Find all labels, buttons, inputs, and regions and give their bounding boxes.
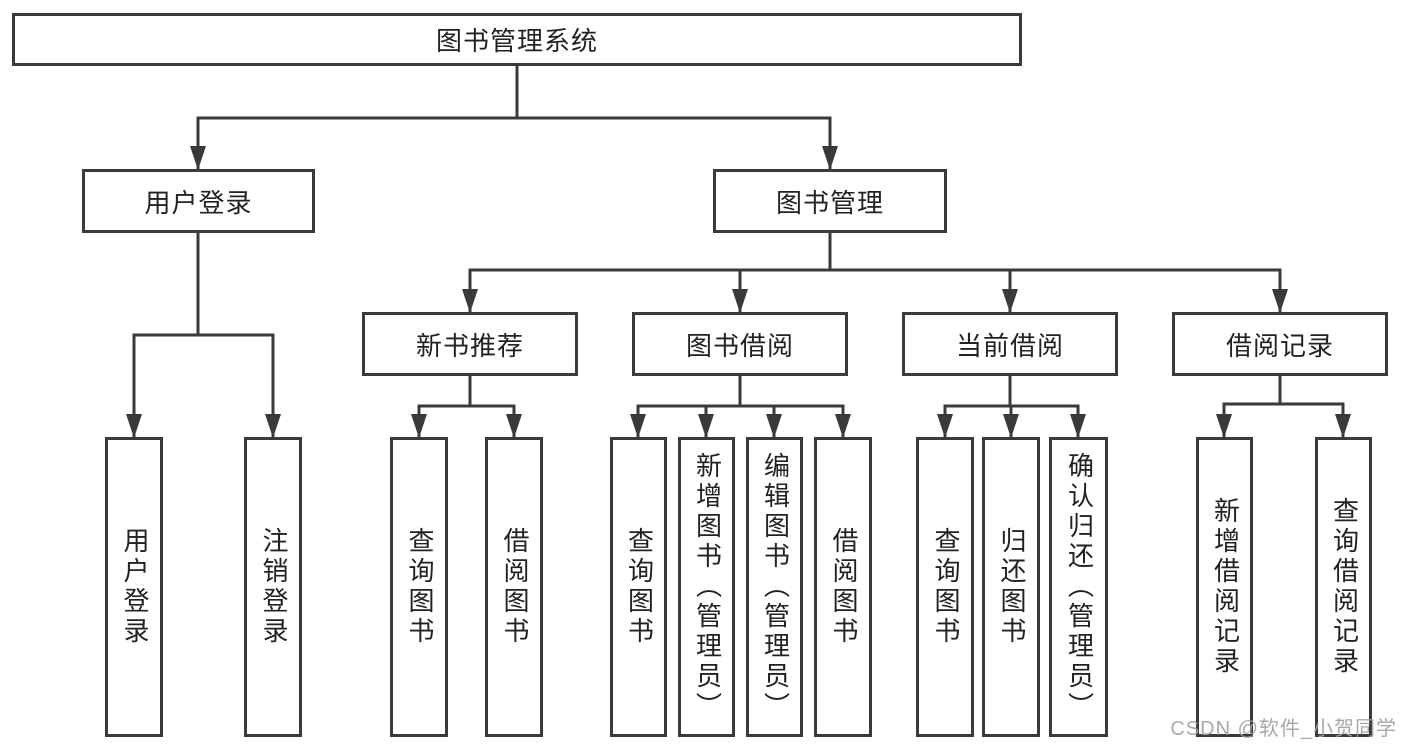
node-leaf-current-query: 查询图书 <box>916 437 974 737</box>
node-root: 图书管理系统 <box>12 13 1022 66</box>
connector-new-book-children <box>411 374 522 439</box>
node-leaf-newbook-borrow: 借阅图书 <box>485 437 543 737</box>
node-leaf-logout: 注销登录 <box>244 437 302 737</box>
node-borrow-record-label: 借阅记录 <box>1225 330 1334 361</box>
node-leaf-logout-label: 注销登录 <box>258 527 289 647</box>
node-book-mgmt-label: 图书管理 <box>775 187 884 218</box>
node-leaf-edit-book-admin-label: 编辑图书（管理员） <box>760 452 791 722</box>
connector-current-borrow-children <box>937 374 1086 439</box>
node-leaf-newbook-query: 查询图书 <box>390 437 448 737</box>
connector-borrow-record-children <box>1216 374 1351 439</box>
node-leaf-add-borrow-record: 新增借阅记录 <box>1196 437 1253 737</box>
node-book-borrow: 图书借阅 <box>632 312 848 376</box>
node-leaf-edit-book-admin: 编辑图书（管理员） <box>746 437 803 737</box>
node-leaf-borrow-book-label: 借阅图书 <box>828 527 859 647</box>
node-leaf-confirm-return-admin-label: 确认归还（管理员） <box>1064 452 1095 722</box>
node-book-borrow-label: 图书借阅 <box>685 330 794 361</box>
node-user-login-label: 用户登录 <box>144 187 253 218</box>
node-leaf-borrow-book: 借阅图书 <box>814 437 872 737</box>
node-current-borrow-label: 当前借阅 <box>955 330 1064 361</box>
node-leaf-user-login: 用户登录 <box>105 437 163 737</box>
node-leaf-newbook-query-label: 查询图书 <box>404 527 435 647</box>
connector-root-to-level2 <box>190 64 838 171</box>
node-leaf-user-login-label: 用户登录 <box>119 527 150 647</box>
watermark-text: CSDN @软件_小贺同学 <box>1170 718 1397 740</box>
node-leaf-add-book-admin-label: 新增图书（管理员） <box>692 452 723 722</box>
node-book-mgmt: 图书管理 <box>713 169 947 233</box>
node-leaf-return-book: 归还图书 <box>982 437 1040 737</box>
node-current-borrow: 当前借阅 <box>902 312 1118 376</box>
node-leaf-newbook-borrow-label: 借阅图书 <box>499 527 530 647</box>
node-leaf-add-book-admin: 新增图书（管理员） <box>678 437 735 737</box>
node-leaf-borrow-query-label: 查询图书 <box>624 527 655 647</box>
node-leaf-return-book-label: 归还图书 <box>996 527 1027 647</box>
connector-user-login-children <box>126 231 281 439</box>
connector-book-mgmt-to-level3 <box>462 231 1288 314</box>
node-new-book-recommend-label: 新书推荐 <box>415 330 524 361</box>
node-new-book-recommend: 新书推荐 <box>362 312 578 376</box>
node-root-label: 图书管理系统 <box>435 26 598 56</box>
node-user-login: 用户登录 <box>82 169 315 233</box>
node-leaf-confirm-return-admin: 确认归还（管理员） <box>1049 437 1108 737</box>
node-leaf-add-borrow-record-label: 新增借阅记录 <box>1210 497 1241 677</box>
node-leaf-query-borrow-record-label: 查询借阅记录 <box>1329 497 1360 677</box>
connector-book-borrow-children <box>630 374 851 439</box>
node-leaf-query-borrow-record: 查询借阅记录 <box>1315 437 1372 737</box>
node-borrow-record: 借阅记录 <box>1172 312 1388 376</box>
node-leaf-borrow-query: 查询图书 <box>610 437 667 737</box>
node-leaf-current-query-label: 查询图书 <box>930 527 961 647</box>
